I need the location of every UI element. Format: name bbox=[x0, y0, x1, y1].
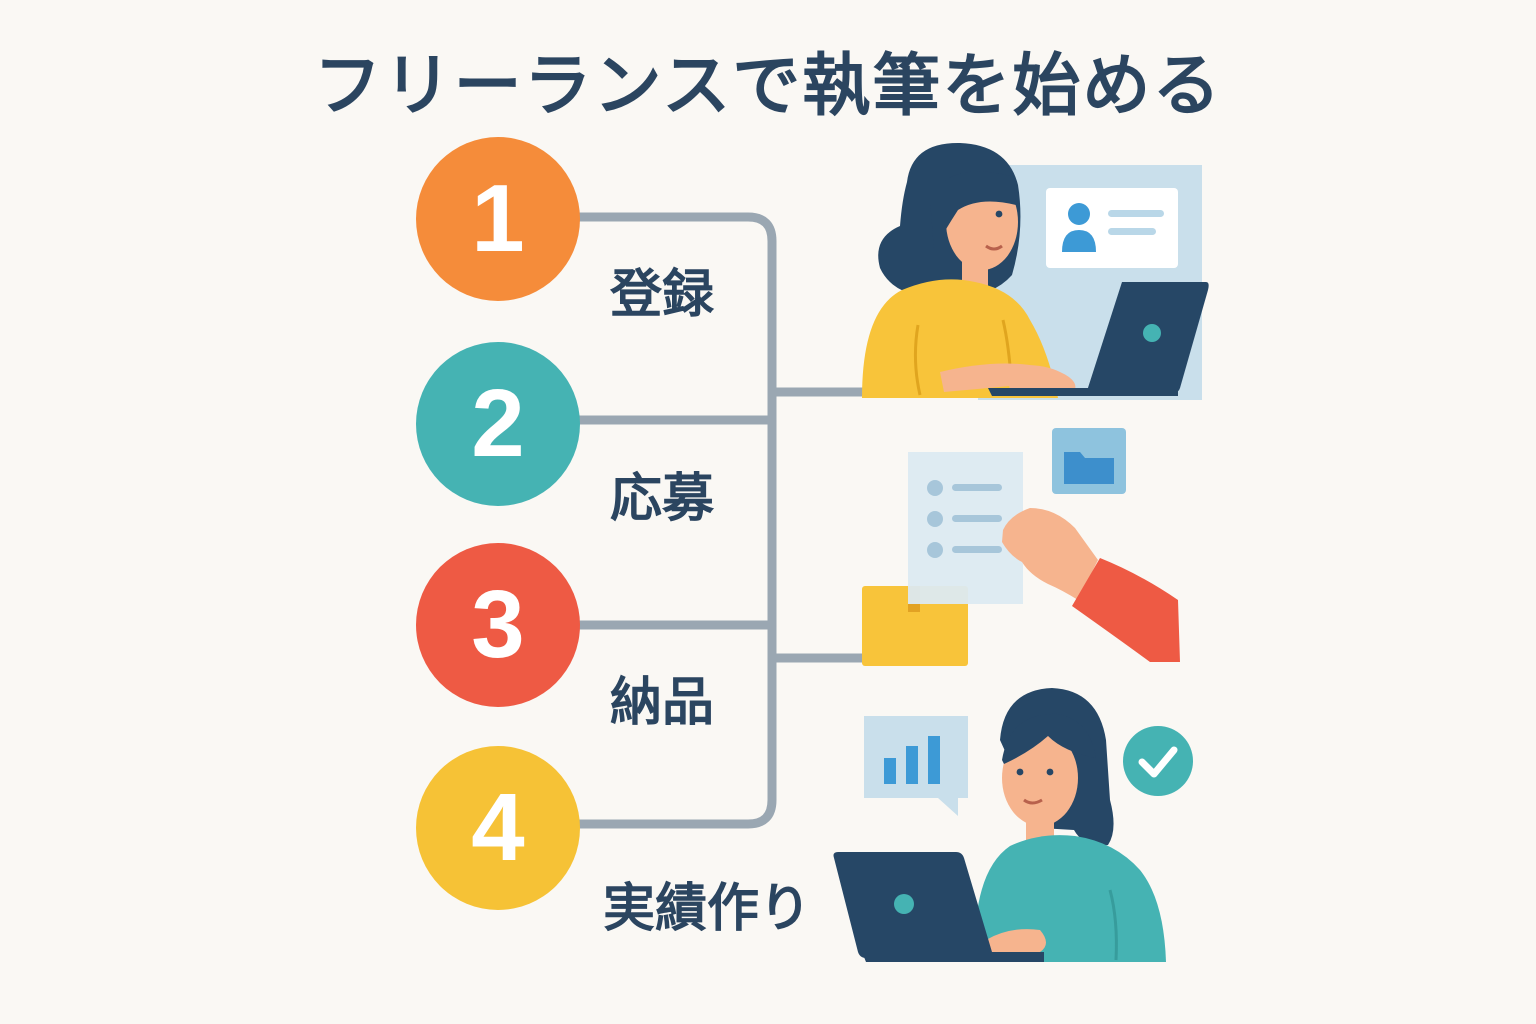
bracket-line bbox=[570, 212, 777, 829]
illustration-document-hand bbox=[862, 428, 1180, 666]
bar-chart-icon bbox=[864, 716, 968, 816]
page-title: フリーランスで執筆を始める bbox=[313, 47, 1223, 126]
folder-icon bbox=[1052, 428, 1126, 494]
laptop-icon bbox=[833, 852, 1044, 962]
step-1-label: 登録 bbox=[610, 265, 715, 325]
document-icon bbox=[908, 452, 1023, 604]
illustration-woman-laptop-1 bbox=[862, 142, 1209, 400]
step-4-label: 実績作り bbox=[603, 879, 812, 939]
step-3-label: 納品 bbox=[610, 673, 715, 733]
check-icon bbox=[1123, 726, 1193, 796]
step-4-circle: 4 bbox=[416, 746, 580, 910]
step-2-circle: 2 bbox=[416, 342, 580, 506]
user-icon bbox=[1062, 203, 1096, 252]
laptop-icon bbox=[988, 282, 1209, 396]
step-1-circle: 1 bbox=[416, 137, 580, 301]
illustration-woman-laptop-4 bbox=[833, 688, 1193, 962]
step-2-label: 応募 bbox=[610, 469, 715, 529]
hand-icon bbox=[1002, 508, 1180, 662]
step-3-circle: 3 bbox=[416, 543, 580, 707]
